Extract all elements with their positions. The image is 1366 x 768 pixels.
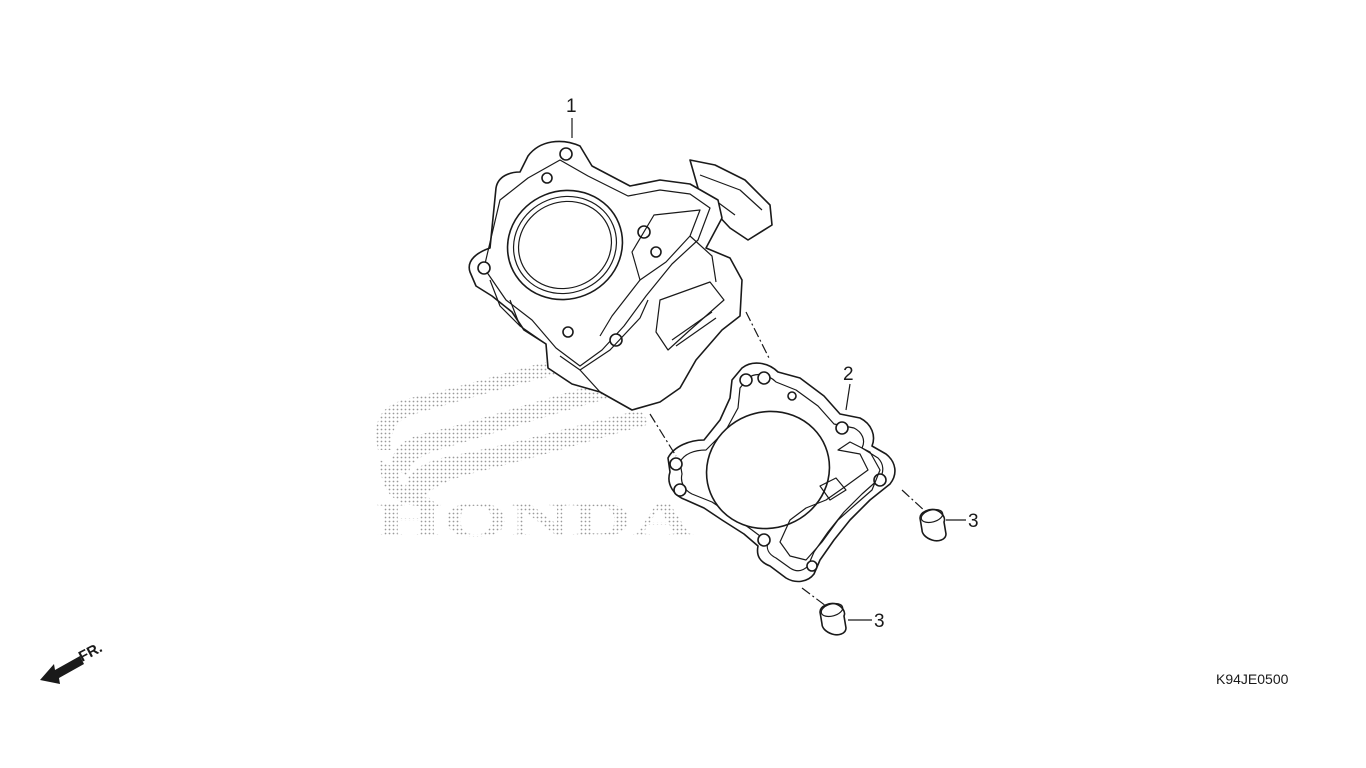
front-direction-indicator: FR. (40, 639, 105, 684)
front-arrow-icon (40, 656, 84, 684)
cylinder-part (468, 140, 773, 411)
callout-3-lower-label: 3 (874, 611, 885, 632)
cylinder-gasket-part (667, 362, 896, 583)
honda-watermark: HONDA (376, 491, 694, 547)
figure-code: K94JE0500 (1216, 671, 1289, 687)
dowel-pin-right-part (919, 508, 947, 542)
callout-1-label: 1 (566, 96, 577, 117)
honda-wing-logo (376, 350, 650, 506)
dowel-pin-lower-part (819, 602, 847, 636)
honda-watermark-text: HONDA (376, 491, 694, 547)
callout-2-label: 2 (843, 364, 854, 385)
callout-3-right-label: 3 (968, 511, 979, 532)
leader-lines (571, 118, 966, 621)
